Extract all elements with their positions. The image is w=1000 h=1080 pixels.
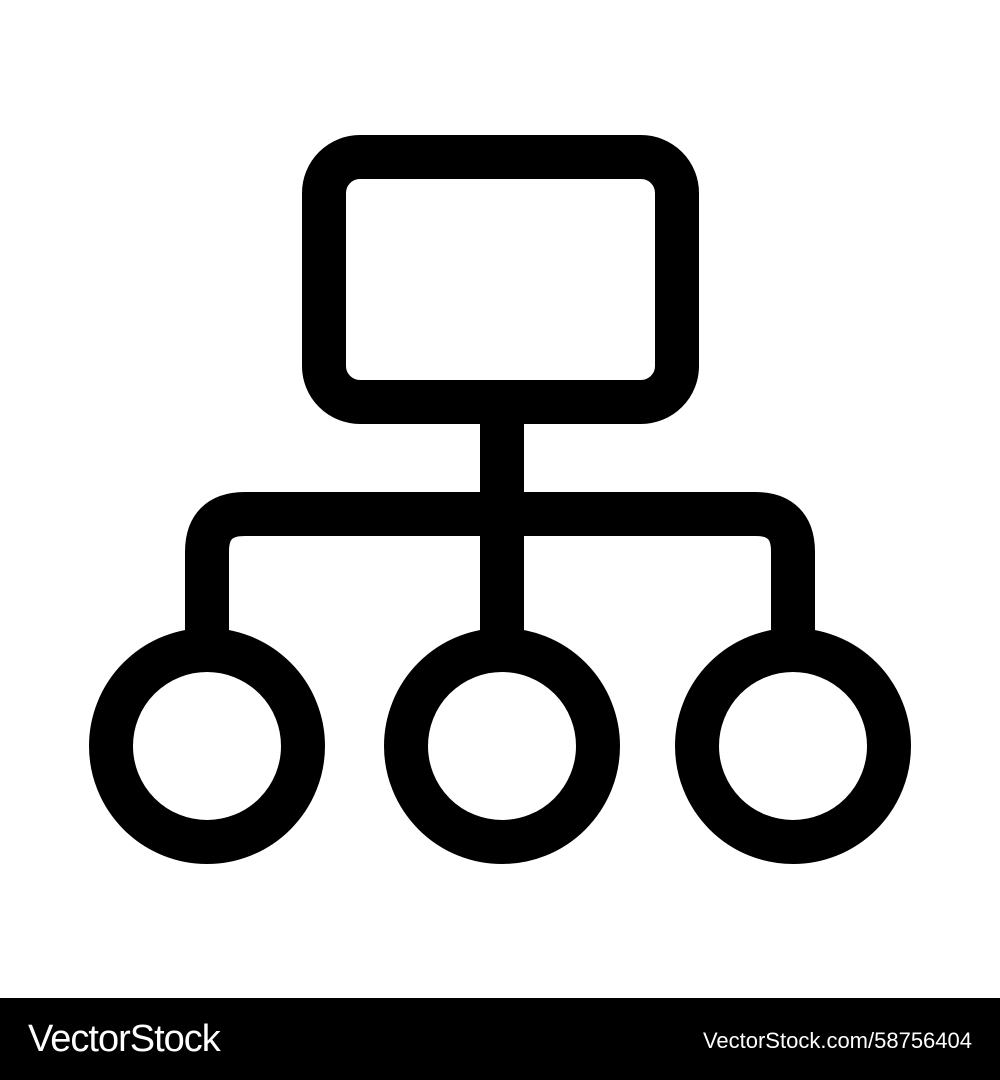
hierarchy-icon xyxy=(89,135,911,864)
brand-logo: VectorStock xyxy=(28,1018,221,1060)
root-node-box xyxy=(302,135,699,424)
child-node-middle xyxy=(384,628,620,864)
watermark-footer: VectorStock VectorStock.com/58756404 xyxy=(0,998,1000,1080)
image-credit: VectorStock.com/58756404 xyxy=(702,1028,972,1053)
icon-canvas xyxy=(89,135,911,864)
child-node-right xyxy=(675,628,911,864)
child-node-left xyxy=(89,628,325,864)
